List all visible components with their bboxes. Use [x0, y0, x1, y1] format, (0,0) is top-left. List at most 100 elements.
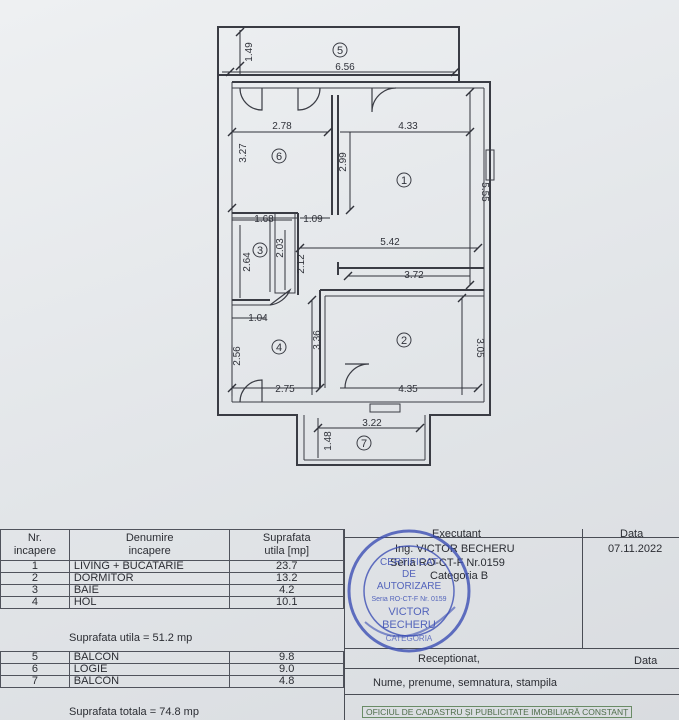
dim-3.22: 3.22: [362, 418, 382, 429]
row-nr: 4: [0, 596, 70, 609]
row-area: 10.1: [229, 596, 344, 609]
received-date-label: Data: [634, 655, 658, 667]
table-row: 6 LOGIE 9.0: [0, 663, 344, 676]
dim-2.78: 2.78: [272, 121, 292, 132]
dimensions: [222, 27, 483, 458]
stamp-line-3: AUTORIZARE: [377, 581, 442, 592]
table-row: 4 HOL 10.1: [0, 596, 344, 609]
row-name: BAIE: [68, 584, 231, 597]
stamp-line-6: BECHERU: [382, 619, 436, 631]
row-area: 4.8: [229, 675, 344, 688]
window-east: [485, 149, 495, 181]
room-numbers: 5 6 1 3 2 4 7: [252, 42, 412, 451]
header-name-line2: incapere: [128, 545, 171, 557]
dim-4.33: 4.33: [398, 121, 418, 132]
dim-3.05: 3.05: [474, 338, 485, 358]
dim-3.36: 3.36: [312, 330, 323, 350]
dim-3.72: 3.72: [404, 270, 424, 281]
header-nr-line2: incapere: [13, 545, 57, 557]
row-name: DORMITOR: [68, 572, 231, 585]
door-logie-right: [297, 87, 321, 111]
executant-name: Ing. VICTOR BECHERU: [395, 543, 515, 555]
signature-line-label: Nume, prenume, semnatura, stampila: [373, 677, 558, 689]
header-nr-line1: Nr.: [27, 532, 42, 544]
row-area: 4.2: [229, 584, 344, 597]
rooms-table-b: 5 BALCON 9.8 6 LOGIE 9.0 7 BALCON 4.8: [0, 651, 344, 688]
received-label: Receptionat,: [418, 653, 480, 665]
dim-3.27: 3.27: [238, 143, 249, 163]
table-row: 7 BALCON 4.8: [0, 675, 344, 688]
executant-date: 07.11.2022: [608, 543, 663, 555]
row-area: 13.2: [229, 572, 344, 585]
row-name: LIVING + BUCATARIE: [68, 560, 231, 573]
authorization-stamp-icon: CERTIFICAT DE AUTORIZARE Seria RO-CT-F N…: [347, 529, 471, 653]
stamp-line-2: DE: [402, 569, 416, 580]
room-number-6: 6: [276, 151, 282, 163]
room-number-3: 3: [257, 245, 263, 257]
row-area: 23.7: [229, 560, 344, 573]
door-living-balcony: [371, 87, 397, 113]
dim-2.56: 2.56: [232, 346, 243, 366]
entrance-door: [239, 379, 263, 403]
row-nr: 7: [0, 675, 70, 688]
dim-4.35: 4.35: [398, 384, 418, 395]
header-name: Denumire incapere: [68, 529, 231, 561]
executant-header: Executant: [432, 528, 481, 540]
row-area: 9.0: [229, 663, 344, 676]
cadastre-footer: OFICIUL DE CADASTRU ȘI PUBLICITATE IMOBI…: [362, 706, 633, 718]
header-area: Suprafata utila [mp]: [229, 529, 344, 561]
dim-1.49: 1.49: [244, 42, 255, 62]
dim-2.03: 2.03: [275, 238, 286, 258]
row-name: BALCON: [68, 675, 231, 688]
stamp-line-4: Seria RO-CT-F Nr. 0159: [371, 596, 446, 603]
header-area-line1: Suprafata: [262, 532, 311, 544]
room-number-2: 2: [401, 335, 407, 347]
room-number-5: 5: [337, 45, 343, 57]
dimension-labels: 1.49 6.56 2.78 4.33 3.27 2.99 5.55 1.68 …: [232, 42, 490, 451]
row-name: HOL: [68, 596, 231, 609]
dim-1.09: 1.09: [303, 214, 323, 225]
table-row: 1 LIVING + BUCATARIE 23.7: [0, 560, 344, 573]
row-nr: 3: [0, 584, 70, 597]
row-nr: 6: [0, 663, 70, 676]
floor-plan: 1.49 6.56 2.78 4.33 3.27 2.99 5.55 1.68 …: [217, 26, 495, 466]
bath-fixture: [274, 212, 296, 294]
header-area-line2: utila [mp]: [264, 545, 310, 557]
dim-6.56: 6.56: [335, 62, 355, 73]
row-nr: 2: [0, 572, 70, 585]
dim-5.55: 5.55: [479, 182, 490, 202]
dim-2.99: 2.99: [338, 152, 349, 172]
table-row: 2 DORMITOR 13.2: [0, 572, 344, 585]
table-row: 3 BAIE 4.2: [0, 584, 344, 597]
stamp-line-5: VICTOR: [388, 606, 429, 618]
header-nr: Nr. incapere: [0, 529, 70, 561]
stamp-line-7: CATEGORIA: [386, 634, 433, 643]
dim-2.12: 2.12: [296, 254, 307, 274]
row-nr: 1: [0, 560, 70, 573]
door-logie-left: [239, 87, 263, 111]
dim-1.04: 1.04: [248, 313, 268, 324]
row-nr: 5: [0, 651, 70, 664]
row-name: LOGIE: [68, 663, 231, 676]
rooms-table-a: Nr. incapere Denumire incapere Suprafata…: [0, 529, 344, 609]
dim-1.48: 1.48: [323, 431, 334, 451]
room-number-1: 1: [401, 175, 407, 187]
dim-5.42: 5.42: [380, 237, 400, 248]
dim-2.64: 2.64: [242, 252, 253, 272]
grand-area-total: Suprafata totala = 74.8 mp: [69, 706, 199, 718]
executant-series: Seria RO-CT-F Nr.0159: [390, 557, 505, 569]
header-name-line1: Denumire: [125, 532, 174, 544]
table-row: 5 BALCON 9.8: [0, 651, 344, 664]
row-name: BALCON: [68, 651, 231, 664]
door-bath: [269, 288, 292, 306]
dim-1.68: 1.68: [254, 214, 274, 225]
executant-category: Categoria B: [430, 570, 489, 582]
room-number-7: 7: [361, 438, 367, 450]
stamp-line-1: CERTIFICAT: [380, 557, 438, 568]
door-bedroom: [344, 363, 370, 389]
row-area: 9.8: [229, 651, 344, 664]
dim-2.75: 2.75: [275, 384, 295, 395]
date-header: Data: [620, 528, 644, 540]
room-number-4: 4: [276, 342, 282, 354]
useful-area-total: Suprafata utila = 51.2 mp: [69, 632, 193, 644]
